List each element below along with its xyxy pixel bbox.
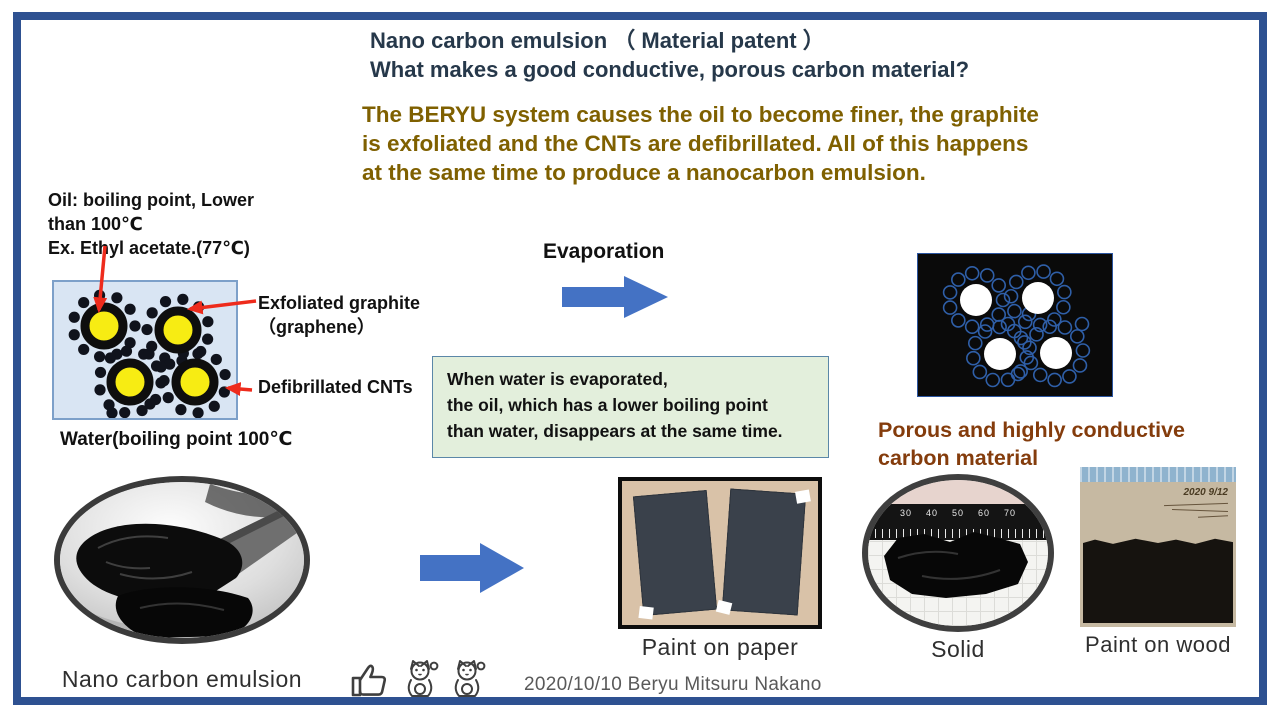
paint-on-paper-photo	[618, 477, 822, 629]
wood-caption: Paint on wood	[1085, 632, 1231, 657]
paper-caption: Paint on paper	[641, 634, 799, 660]
handwritten-note: 2020 9/12	[1164, 487, 1229, 518]
maneki-neko-icon	[454, 660, 486, 697]
paint-on-wood-photo: 2020 9/12	[1080, 467, 1236, 627]
evaporation-note: When water is evaporated, the oil, which…	[432, 356, 829, 458]
defibrillated-cnts-label: Defibrillated CNTs	[258, 377, 413, 397]
solid-photo: 30 40 50 60 70	[862, 474, 1054, 632]
painted-sheet	[715, 488, 811, 616]
solid-caption: Solid	[931, 636, 985, 662]
water-label: Water(boiling point 100℃	[60, 429, 293, 450]
thumbs-up-icon	[351, 664, 387, 697]
handwritten-date: 2020 9/12	[1183, 487, 1229, 498]
ruler-ticks	[868, 529, 1048, 538]
blue-tape	[1080, 467, 1236, 482]
intro-paragraph: The BERYU system causes the oil to becom…	[362, 102, 1039, 185]
ruler: 30 40 50 60 70	[868, 504, 1048, 540]
slide-border	[13, 12, 1267, 705]
porous-structure-graphic	[942, 264, 1091, 388]
title-line-1: Nano carbon emulsion （ Material patent ）	[370, 28, 825, 53]
black-paint-area	[1083, 538, 1233, 623]
handwriting-scribble	[1171, 509, 1229, 512]
ruler-numbers: 30 40 50 60 70	[899, 508, 1017, 518]
solid-chunk-graphic	[884, 532, 1028, 598]
emulsion-photo	[54, 476, 310, 644]
maneki-neko-icon	[407, 660, 439, 697]
handwriting-scribble	[1197, 515, 1229, 518]
emulsion-photo-graphic	[60, 482, 304, 638]
title-line-2: What makes a good conductive, porous car…	[370, 57, 970, 82]
handwriting-scribble	[1164, 502, 1228, 507]
evaporation-label: Evaporation	[543, 240, 665, 263]
footer-icons	[350, 658, 486, 700]
page-title: Nano carbon emulsion （ Material patent ）…	[370, 26, 969, 84]
evaporation-arrow-icon	[562, 276, 668, 318]
emulsion-micelles-graphic	[68, 289, 231, 418]
porous-caption: Porous and highly conductive carbon mate…	[878, 418, 1186, 470]
painted-sheet	[632, 490, 718, 620]
porous-carbon-diagram	[917, 253, 1113, 397]
oil-label: Oil: boiling point, Lower than 100℃ Ex. …	[48, 190, 254, 258]
photo-background	[868, 480, 1048, 506]
emulsion-caption: Nano carbon emulsion	[61, 666, 303, 692]
credit-text: 2020/10/10 Beryu Mitsuru Nakano	[524, 674, 822, 695]
process-arrow-icon	[420, 543, 524, 593]
emulsion-diagram	[52, 280, 238, 420]
exfoliated-graphite-label: Exfoliated graphite （graphene）	[258, 293, 421, 337]
